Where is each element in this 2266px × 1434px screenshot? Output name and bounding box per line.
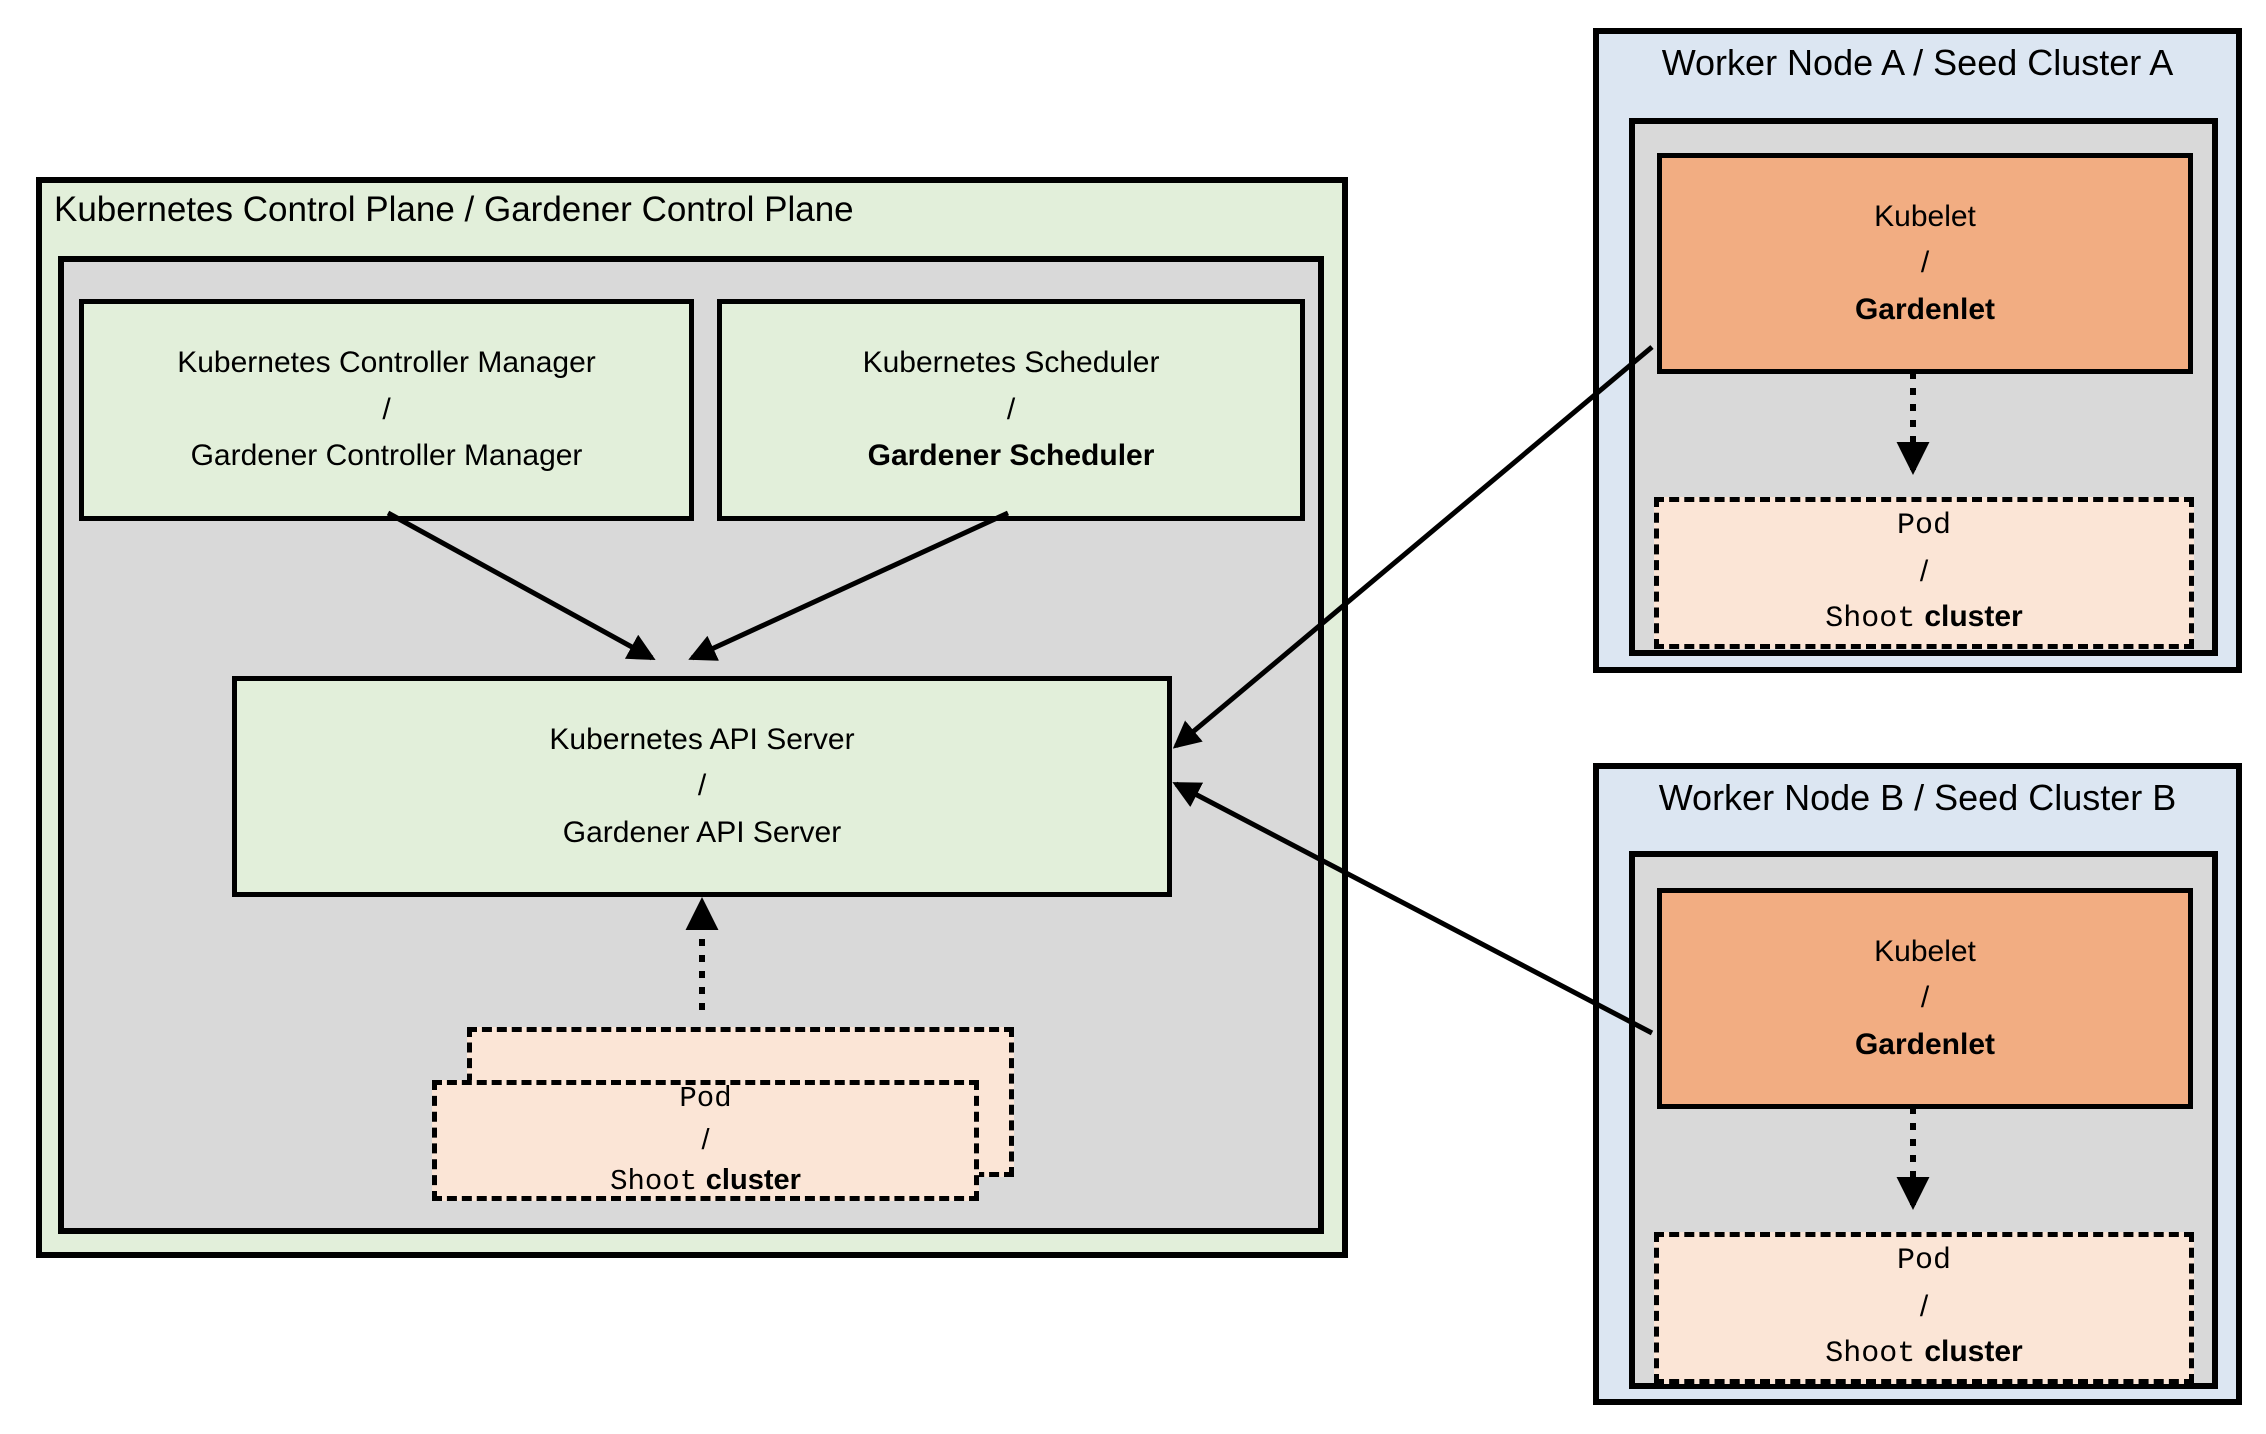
- control-plane-title: Kubernetes Control Plane / Gardener Cont…: [54, 190, 854, 229]
- api-server-box: Kubernetes API Server / Gardener API Ser…: [232, 676, 1172, 897]
- controller-manager-label: Kubernetes Controller Manager / Gardener…: [177, 346, 596, 473]
- kubelet-b-label: Kubelet / Gardenlet: [1854, 934, 1996, 1061]
- kubelet-a-label: Kubelet / Gardenlet: [1854, 199, 1996, 326]
- controller-manager-box: Kubernetes Controller Manager / Gardener…: [79, 299, 694, 521]
- api-server-label: Kubernetes API Server / Gardener API Ser…: [549, 722, 855, 849]
- kubelet-a-box: Kubelet / Gardenlet: [1657, 153, 2193, 374]
- control-plane-inner-box: Kubernetes Controller Manager / Gardener…: [58, 256, 1324, 1234]
- control-plane-box: Kubernetes Control Plane / Gardener Cont…: [36, 177, 1348, 1258]
- kubelet-b-box: Kubelet / Gardenlet: [1657, 888, 2193, 1109]
- worker-node-a-box: Worker Node A / Seed Cluster A Kubelet /…: [1593, 28, 2242, 673]
- worker-node-b-box: Worker Node B / Seed Cluster B Kubelet /…: [1593, 763, 2242, 1405]
- scheduler-box: Kubernetes Scheduler / Gardener Schedule…: [717, 299, 1305, 521]
- worker-node-b-title: Worker Node B / Seed Cluster B: [1658, 777, 2177, 818]
- scheduler-label: Kubernetes Scheduler / Gardener Schedule…: [862, 346, 1160, 473]
- worker-node-a-title: Worker Node A / Seed Cluster A: [1661, 42, 2174, 83]
